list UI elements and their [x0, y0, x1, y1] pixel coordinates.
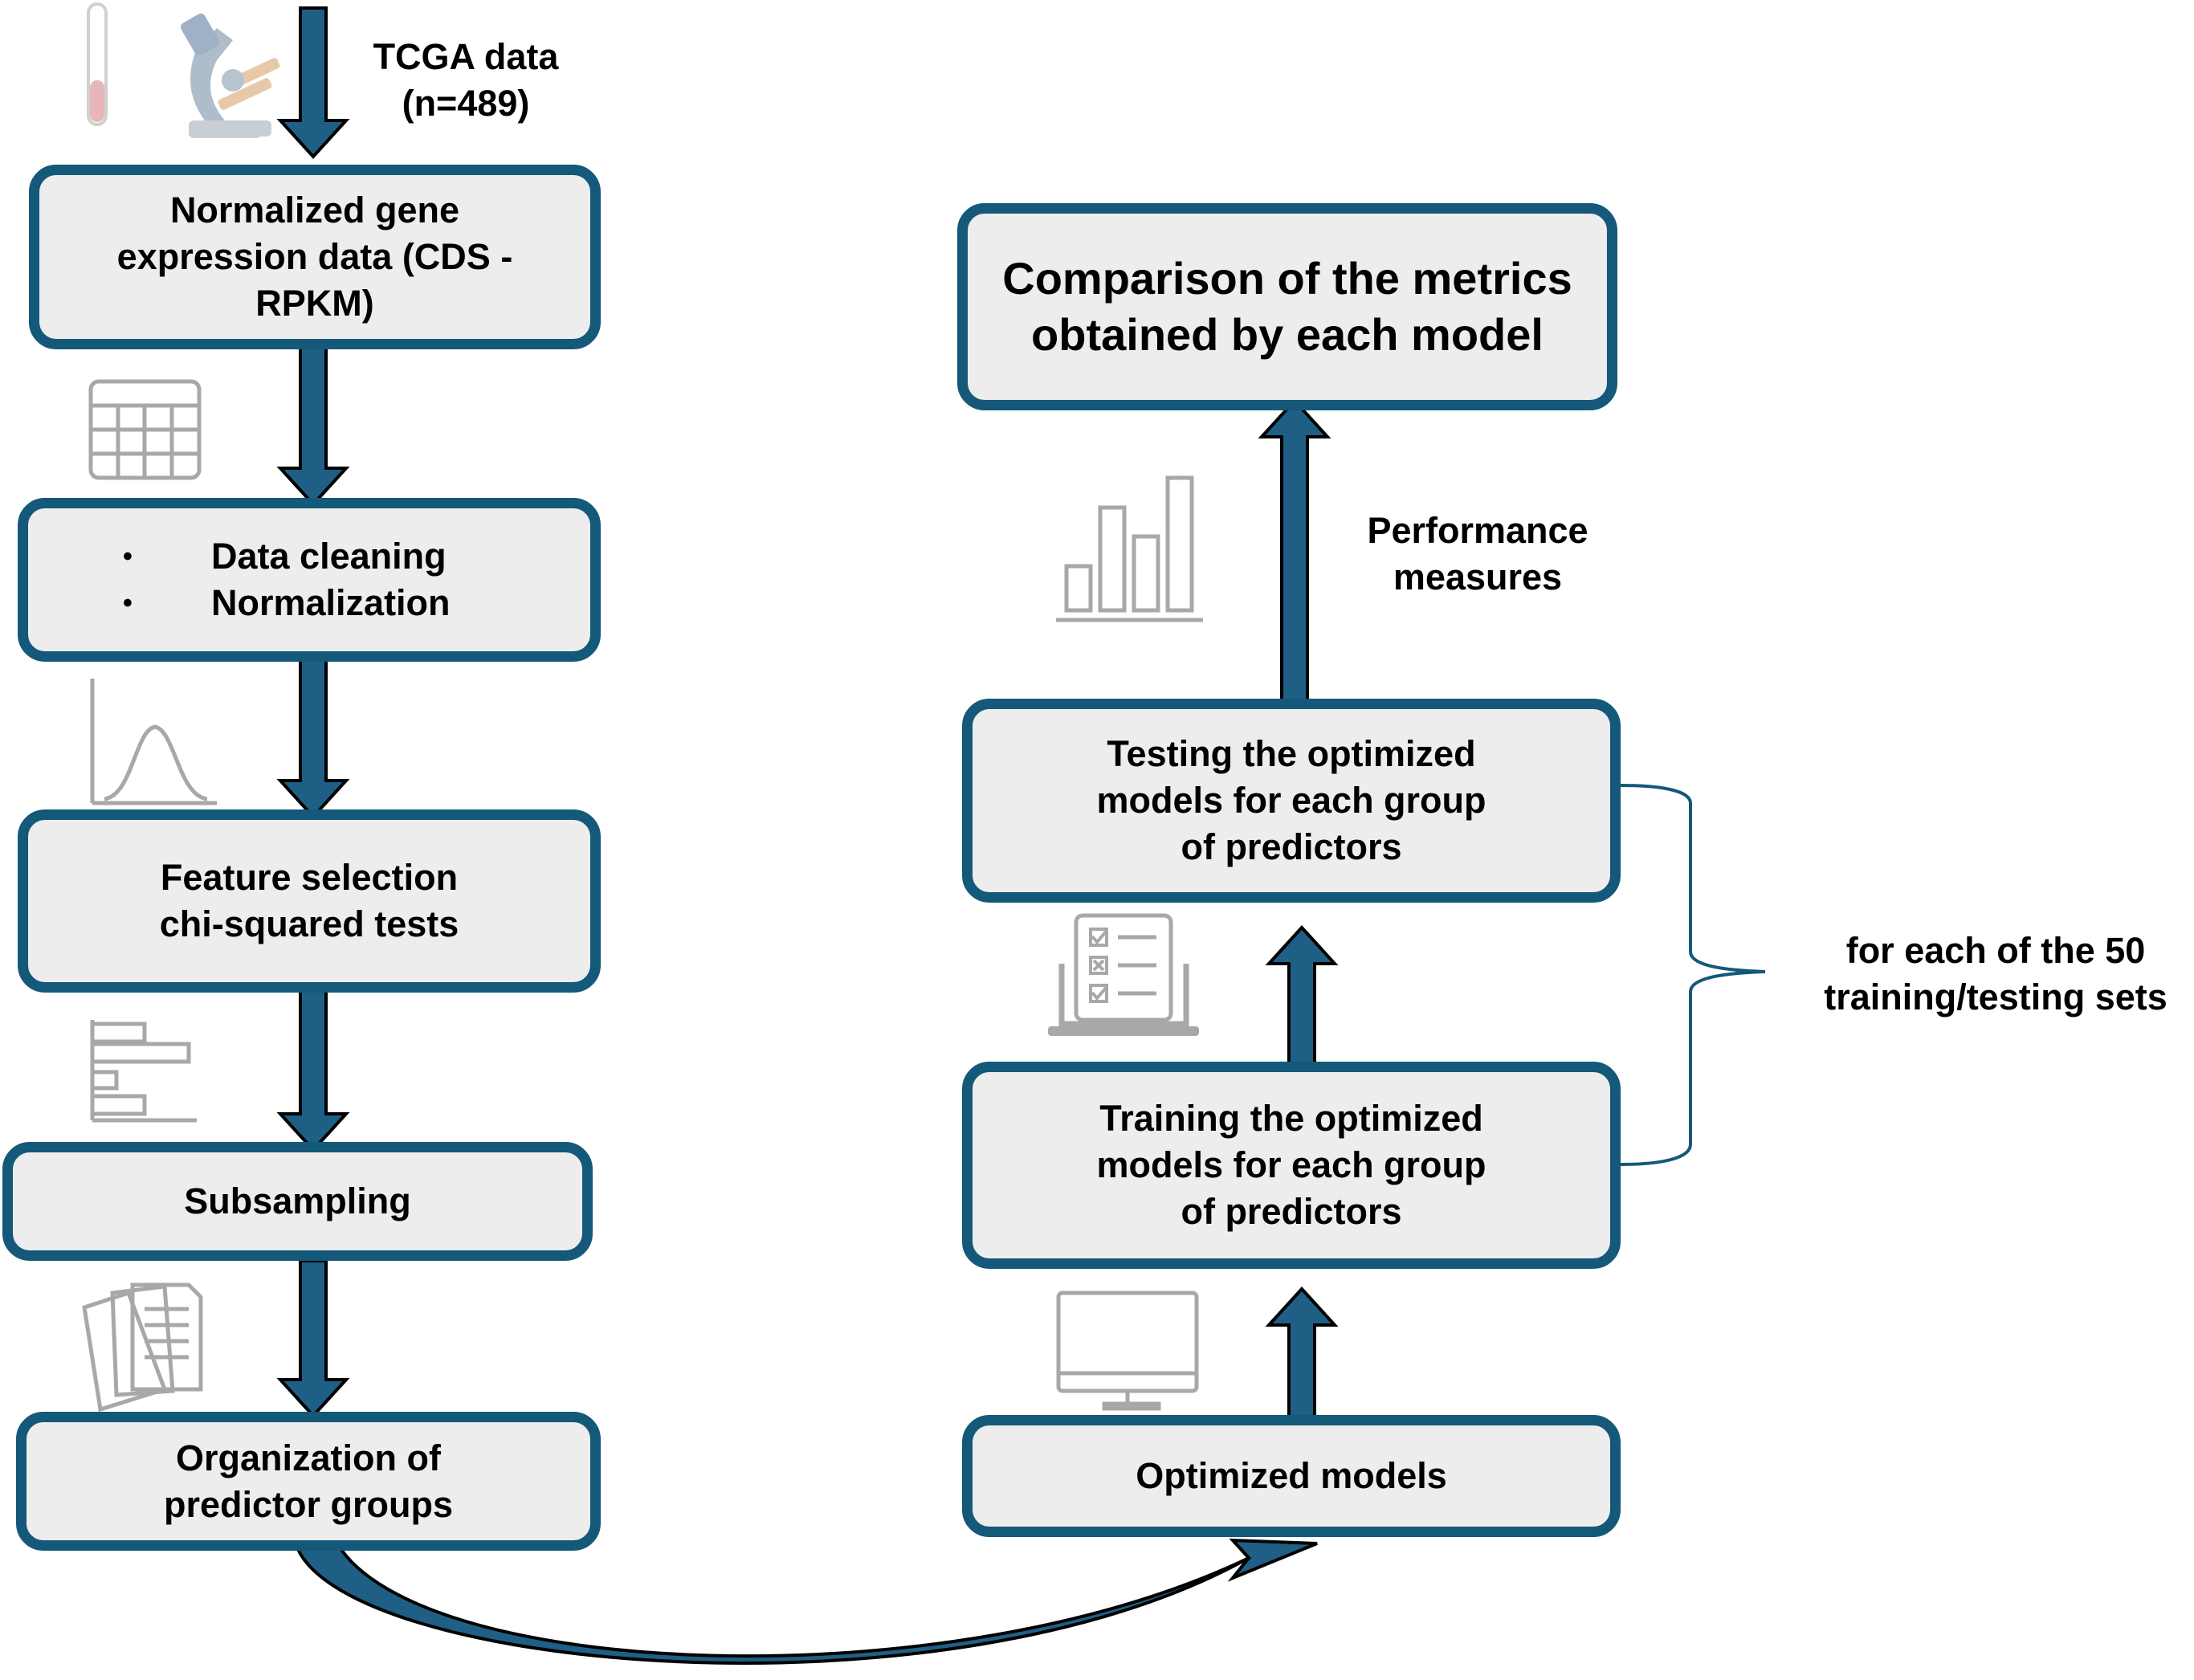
- monitor-icon: [1056, 1291, 1199, 1411]
- subsampling-text: Subsampling: [184, 1180, 411, 1221]
- comparison-line1: Comparison of the metrics: [1002, 253, 1572, 304]
- organization-box: Organization of predictor groups: [16, 1412, 601, 1551]
- feature-line2: chi-squared tests: [159, 903, 459, 944]
- comparison-box: Comparison of the metrics obtained by ea…: [957, 203, 1617, 410]
- training-box: Training the optimized models for each g…: [962, 1062, 1621, 1269]
- comparison-line2: obtained by each model: [1031, 309, 1544, 360]
- feature-selection-box: Feature selection chi-squared tests: [18, 809, 601, 993]
- arrow-normalized-to-cleaning: [276, 346, 350, 507]
- bullet-data-cleaning: • Data cleaning: [28, 533, 451, 580]
- loop-bracket: [1620, 784, 1766, 1166]
- loop-line2: training/testing sets: [1824, 977, 2167, 1017]
- normalized-line1: Normalized gene: [169, 190, 460, 230]
- subsampling-box: Subsampling: [2, 1142, 593, 1261]
- tcga-data-line2: (n=489): [402, 83, 530, 124]
- table-icon: [88, 379, 202, 480]
- data-cleaning-text: Data cleaning: [211, 536, 447, 577]
- checklist-laptop-icon: [1048, 913, 1199, 1036]
- testing-box: Testing the optimized models for each gr…: [962, 699, 1621, 903]
- testing-line3: of predictors: [1181, 826, 1402, 867]
- arrow-subsampling-to-organization: [276, 1259, 350, 1418]
- training-line3: of predictors: [1181, 1191, 1402, 1232]
- microscope-icon: [180, 13, 280, 138]
- arrow-feature-to-subsampling: [276, 988, 350, 1152]
- performance-line1: Performance: [1367, 510, 1588, 551]
- organization-line2: predictor groups: [163, 1483, 454, 1525]
- testing-line1: Testing the optimized: [1107, 733, 1476, 774]
- data-cleaning-box: • Data cleaning • Normalization: [18, 498, 601, 662]
- normalized-line3: RPKM): [255, 283, 374, 324]
- normalized-line2: expression data (CDS -: [116, 236, 513, 277]
- arrow-optimized-to-training: [1265, 1287, 1339, 1427]
- test-tube-icon: [87, 2, 108, 126]
- bar-chart-icon: [90, 1020, 197, 1123]
- testing-line2: models for each group: [1096, 780, 1486, 821]
- organization-line1: Organization of: [176, 1437, 441, 1478]
- bullet-normalization: • Normalization: [28, 580, 451, 626]
- arrow-testing-to-comparison: [1258, 398, 1331, 702]
- bar-chart-icon: [1056, 475, 1203, 622]
- tcga-data-label: TCGA data (n=489): [345, 34, 586, 127]
- loop-label: for each of the 50 training/testing sets: [1807, 928, 2184, 1021]
- normalization-text: Normalization: [211, 582, 451, 623]
- performance-measures-label: Performance measures: [1333, 508, 1622, 601]
- arrow-training-to-testing: [1265, 925, 1339, 1066]
- bullet-dot: •: [123, 541, 133, 572]
- curved-arrow-organization-to-optimized: [293, 1538, 1318, 1665]
- normalized-gene-expression-box: Normalized gene expression data (CDS - R…: [29, 165, 601, 349]
- documents-icon: [82, 1282, 203, 1413]
- bell-curve-icon: [90, 679, 217, 805]
- feature-line1: Feature selection: [160, 857, 459, 898]
- optimized-models-text: Optimized models: [1136, 1455, 1447, 1496]
- tcga-data-line1: TCGA data: [373, 36, 559, 77]
- arrow-tcga-to-normalized: [276, 6, 350, 159]
- training-line2: models for each group: [1096, 1144, 1486, 1185]
- optimized-models-box: Optimized models: [962, 1415, 1621, 1537]
- bullet-dot: •: [123, 588, 133, 618]
- loop-line1: for each of the 50: [1845, 930, 2146, 971]
- training-line1: Training the optimized: [1099, 1098, 1483, 1139]
- arrow-cleaning-to-feature: [276, 657, 350, 819]
- performance-line2: measures: [1393, 557, 1563, 597]
